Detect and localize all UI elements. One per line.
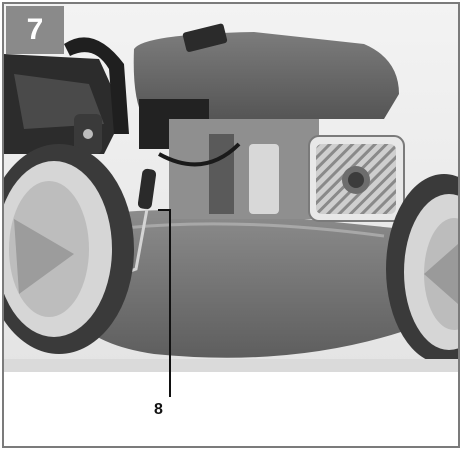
wheel-icon [4, 144, 134, 354]
figure-number: 7 [26, 13, 44, 46]
lawn-mower-photo: 7 [4, 4, 458, 372]
figure-number-badge: 7 [6, 6, 64, 54]
callout-leader-line [158, 209, 171, 397]
callout-label: 8 [154, 401, 163, 418]
wheel-right [386, 174, 458, 364]
handle-assembly [4, 37, 129, 154]
figure-frame: 7 8 [2, 2, 460, 448]
engine-icon [133, 23, 405, 222]
